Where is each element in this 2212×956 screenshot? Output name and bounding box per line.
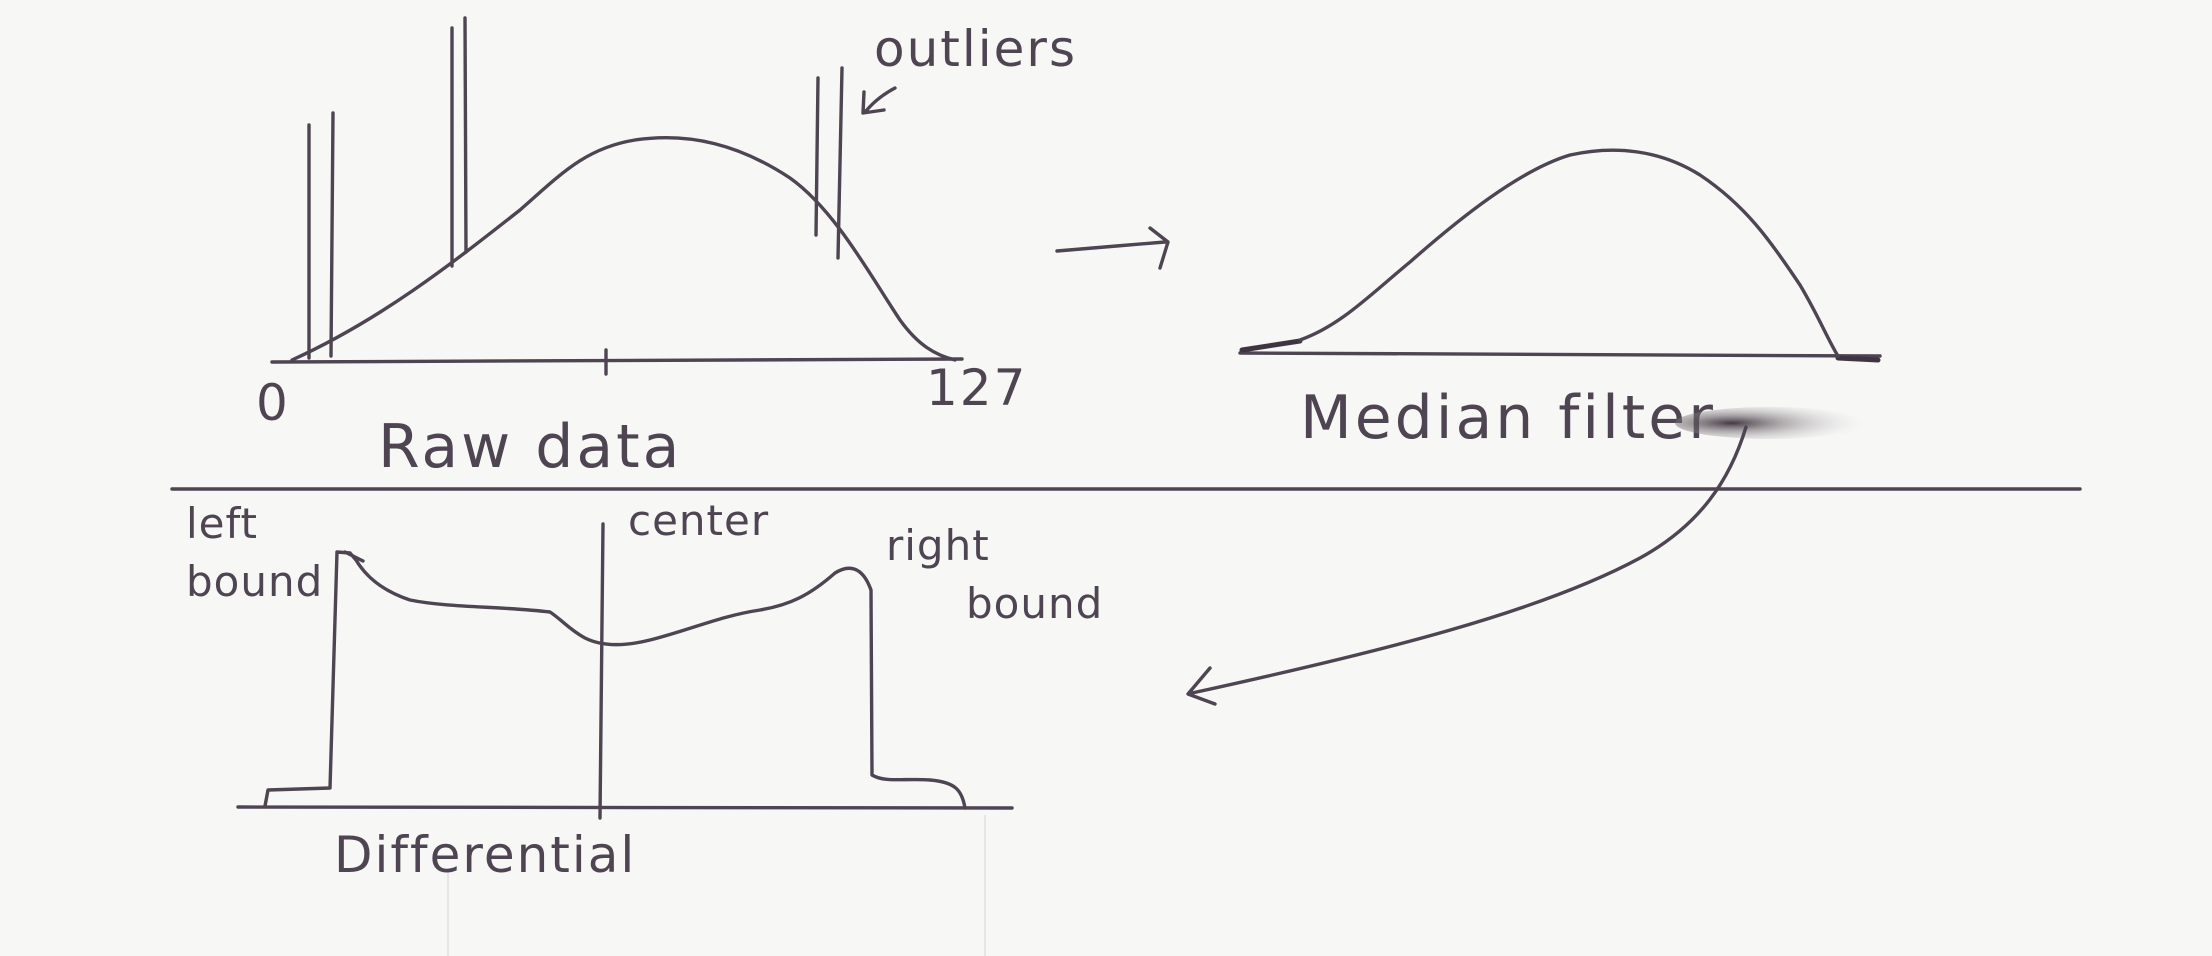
outlier-spike <box>814 76 820 237</box>
outliers-arrow <box>861 86 897 115</box>
outlier-spike <box>329 111 335 358</box>
outlier-spike <box>836 66 844 260</box>
raw-data-panel: 0 127 Raw data outliers <box>256 16 1077 482</box>
paper-marks <box>447 815 986 956</box>
raw-to-median-arrow <box>1055 226 1170 270</box>
right-bound-label-line1: right <box>886 521 990 570</box>
raw-axis-end-label: 127 <box>926 359 1027 417</box>
raw-data-gaussian-curve <box>290 136 957 362</box>
differential-panel: left bound center right bound Differenti… <box>186 496 1103 884</box>
raw-data-baseline <box>270 357 964 364</box>
median-left-tail <box>1239 338 1303 353</box>
median-filter-caption: Median filter <box>1300 383 1716 453</box>
raw-data-caption: Raw data <box>378 412 682 482</box>
ink-smudge <box>1675 407 1865 439</box>
median-baseline <box>1238 351 1882 358</box>
median-smooth-curve <box>1298 148 1840 358</box>
left-bound-label-line1: left <box>186 499 258 548</box>
differential-curve <box>263 550 967 810</box>
median-right-tail <box>1835 355 1881 363</box>
left-bound-label-line2: bound <box>186 557 323 606</box>
right-bound-label-line2: bound <box>966 579 1103 628</box>
median-filter-panel: Median filter <box>1238 148 1882 453</box>
outliers-label: outliers <box>874 20 1077 78</box>
median-to-differential-arrow <box>1186 425 1748 706</box>
differential-baseline <box>236 805 1014 810</box>
raw-axis-start-label: 0 <box>256 374 290 432</box>
left-bound-marker <box>343 550 365 563</box>
differential-center-line <box>598 522 605 820</box>
differential-caption: Differential <box>334 826 636 884</box>
outlier-spike <box>463 16 468 254</box>
center-label: center <box>628 496 769 545</box>
